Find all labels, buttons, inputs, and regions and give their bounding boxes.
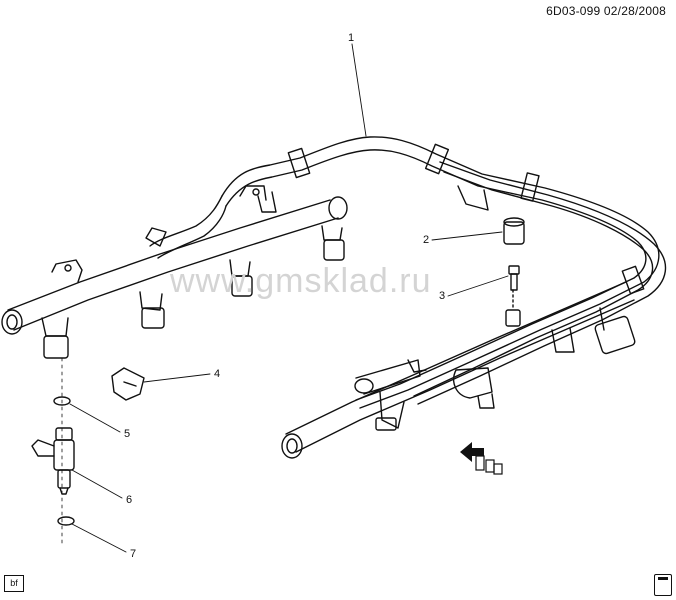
- schrader-valve-part-3: [505, 265, 521, 327]
- fuel-injector-part-6: [31, 427, 75, 495]
- callout-3[interactable]: 3: [439, 290, 446, 302]
- leader-lines: [69, 43, 509, 553]
- callout-5[interactable]: 5: [124, 428, 131, 440]
- callout-2[interactable]: 2: [423, 234, 430, 246]
- o-ring-part-5: [53, 396, 71, 406]
- callout-4[interactable]: 4: [214, 368, 221, 380]
- retainer-clip-part-4: [111, 367, 145, 401]
- fuel-cap-part-2: [503, 217, 525, 245]
- gm-spo-logo-icon: [654, 574, 672, 596]
- callout-1[interactable]: 1: [348, 32, 355, 44]
- corner-code-badge: bf: [4, 575, 24, 592]
- front-direction-arrow-icon: [460, 442, 503, 475]
- right-fuel-rail: [281, 281, 636, 459]
- drawing-reference-code: 6D03-099 02/28/2008: [546, 4, 666, 18]
- callout-7[interactable]: 7: [130, 548, 137, 560]
- left-fuel-rail: [1, 185, 348, 359]
- crossover-tube: [221, 136, 667, 409]
- callout-6[interactable]: 6: [126, 494, 133, 506]
- watermark-text: www.gmsklad.ru: [170, 262, 432, 300]
- o-ring-part-7: [57, 516, 75, 526]
